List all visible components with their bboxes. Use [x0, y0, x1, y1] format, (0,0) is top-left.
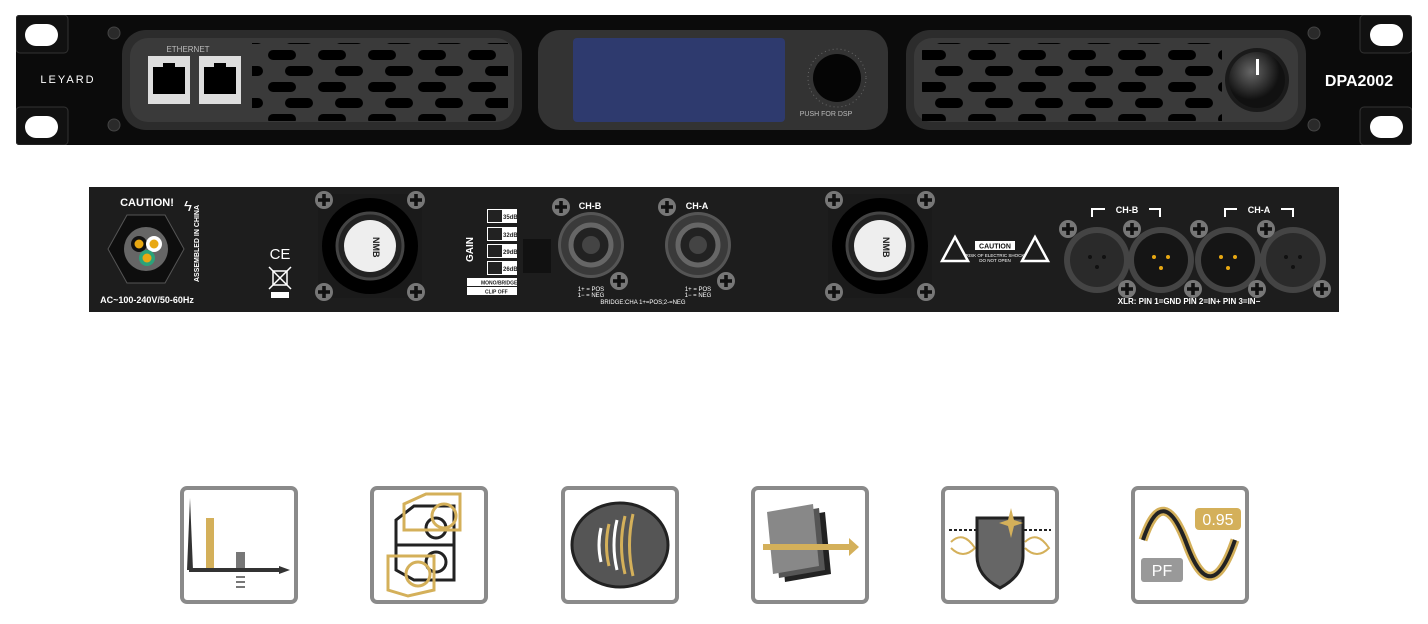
gain-switch-35[interactable]: 35dB: [487, 209, 518, 223]
knob-label: PUSH FOR DSP: [800, 111, 853, 118]
front-panel: LEYARD ETHERNET PUSH FOR DSP DPA2002: [16, 15, 1412, 145]
svg-text:26dB: 26dB: [503, 267, 518, 273]
assembled-label: ASSEMBLED IN CHINA: [194, 205, 201, 282]
pf-value: 0.95: [1202, 512, 1233, 529]
svg-text:1+ = POS: 1+ = POS: [685, 287, 711, 293]
sound-wave-icon: [561, 486, 679, 604]
dsp-knob[interactable]: [813, 54, 861, 102]
svg-text:CAUTION: CAUTION: [979, 244, 1011, 251]
power-rating: AC~100-240V/50-60Hz: [100, 295, 194, 305]
svg-text:CH-A: CH-A: [686, 201, 709, 211]
rack-ear-left: [16, 15, 69, 145]
gain-switches: 35dB 32dB 29dB 26dB MONO/BRIDGE CLIP OFF: [467, 209, 518, 296]
svg-text:CLIP OFF: CLIP OFF: [485, 290, 508, 296]
fan-brand-right: NMB: [881, 237, 891, 258]
svg-text:1+ = POS: 1+ = POS: [578, 287, 604, 293]
model-name: DPA2002: [1325, 73, 1393, 90]
svg-text:RISK OF ELECTRIC SHOCK: RISK OF ELECTRIC SHOCK: [966, 253, 1025, 258]
xlr-group-ch-a: CH-A: [1248, 205, 1271, 215]
caution-label: CAUTION!: [120, 197, 174, 209]
xlr-female-ch-b[interactable]: [1064, 227, 1130, 293]
bridge-note: BRIDGE:CHA 1+=POS;2-=NEG: [600, 300, 686, 306]
volume-knob[interactable]: [1229, 52, 1285, 108]
gain-label: GAIN: [465, 237, 476, 262]
signal-pass-through-icon: [751, 486, 869, 604]
ce-mark: CE: [270, 246, 291, 263]
svg-text:CH-B: CH-B: [579, 201, 602, 211]
svg-text:ϟ: ϟ: [184, 198, 192, 215]
pf-label: PF: [1152, 563, 1173, 580]
right-grille: [906, 30, 1306, 130]
mode-switch-bridge[interactable]: MONO/BRIDGE: [467, 278, 518, 287]
weee-bin-icon: [268, 266, 292, 290]
multi-channel-icon: [370, 486, 488, 604]
xlr-male-ch-a[interactable]: [1195, 227, 1261, 293]
protection-shield-icon: [941, 486, 1059, 604]
gain-switch-26[interactable]: 26dB: [487, 261, 518, 275]
shock-warning: CAUTION RISK OF ELECTRIC SHOCK DO NOT OP…: [939, 234, 1051, 263]
power-inlet[interactable]: [107, 214, 185, 284]
brand-logo: LEYARD: [40, 74, 95, 86]
ethernet-port-2[interactable]: [199, 56, 241, 104]
xlr-pin-note: XLR: PIN 1=GND PIN 2=IN+ PIN 3=IN−: [1118, 297, 1261, 306]
ethernet-port-1[interactable]: [148, 56, 190, 104]
rear-panel: CAUTION! ϟ ASSEMBLED IN CHINA AC~100-240…: [89, 187, 1339, 312]
speakon-ch-a[interactable]: CH-A 1+ = POS 1− = NEG: [658, 198, 735, 299]
cooling-fan-left: [315, 191, 425, 301]
xlr-female-ch-a[interactable]: [1260, 227, 1326, 293]
gain-switch-32[interactable]: 32dB: [487, 227, 518, 241]
svg-text:DO NOT OPEN: DO NOT OPEN: [979, 258, 1010, 263]
ethernet-label: ETHERNET: [166, 45, 209, 54]
low-distortion-icon: [180, 486, 298, 604]
xlr-group-ch-b: CH-B: [1116, 205, 1139, 215]
svg-text:1− = NEG: 1− = NEG: [578, 293, 605, 299]
fan-brand-left: NMB: [371, 237, 381, 258]
svg-text:1− = NEG: 1− = NEG: [685, 293, 712, 299]
xlr-inputs: [1091, 208, 1294, 217]
lcd-screen: [573, 38, 785, 122]
svg-text:32dB: 32dB: [503, 233, 518, 239]
display-module: PUSH FOR DSP: [538, 30, 888, 130]
svg-text:29dB: 29dB: [503, 250, 518, 256]
mode-switch-clip[interactable]: CLIP OFF: [467, 287, 517, 296]
rack-ear-right: [1359, 15, 1412, 145]
cooling-fan-right: [825, 191, 935, 301]
svg-text:MONO/BRIDGE: MONO/BRIDGE: [481, 281, 518, 287]
svg-text:35dB: 35dB: [503, 215, 518, 221]
xlr-male-ch-b[interactable]: [1128, 227, 1194, 293]
speakon-ch-b[interactable]: CH-B 1+ = POS 1− = NEG: [552, 198, 628, 299]
gain-switch-29[interactable]: 29dB: [487, 244, 518, 258]
